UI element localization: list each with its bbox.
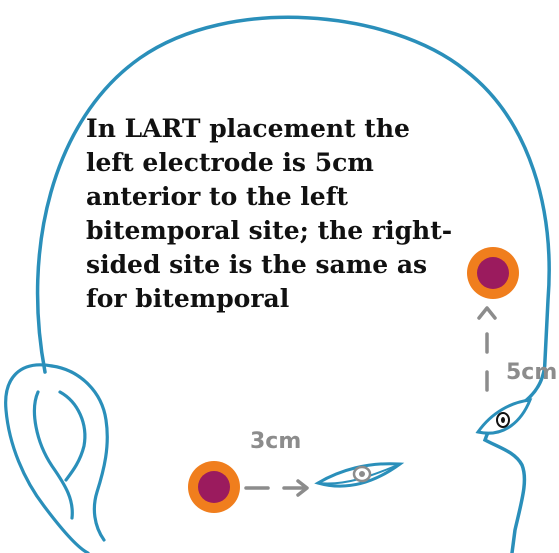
ear-outline [6, 365, 108, 553]
caption-line: left electrode is 5cm [86, 146, 486, 180]
lart-caption: In LART placement the left electrode is … [86, 112, 486, 316]
caption-line: bitemporal site; the right- [86, 214, 486, 248]
front-eye [478, 400, 530, 433]
side-eye [318, 464, 400, 486]
measure-5cm-label: 5cm [506, 360, 557, 385]
measure-3cm-label: 3cm [250, 429, 301, 454]
caption-line: anterior to the left [86, 180, 486, 214]
caption-line: sided site is the same as [86, 248, 486, 282]
caption-line: In LART placement the [86, 112, 486, 146]
caption-line: for bitemporal [86, 282, 486, 316]
electrode-left-lart [188, 461, 240, 513]
horizontal-arrow [246, 481, 307, 495]
vertical-arrow [479, 308, 495, 390]
